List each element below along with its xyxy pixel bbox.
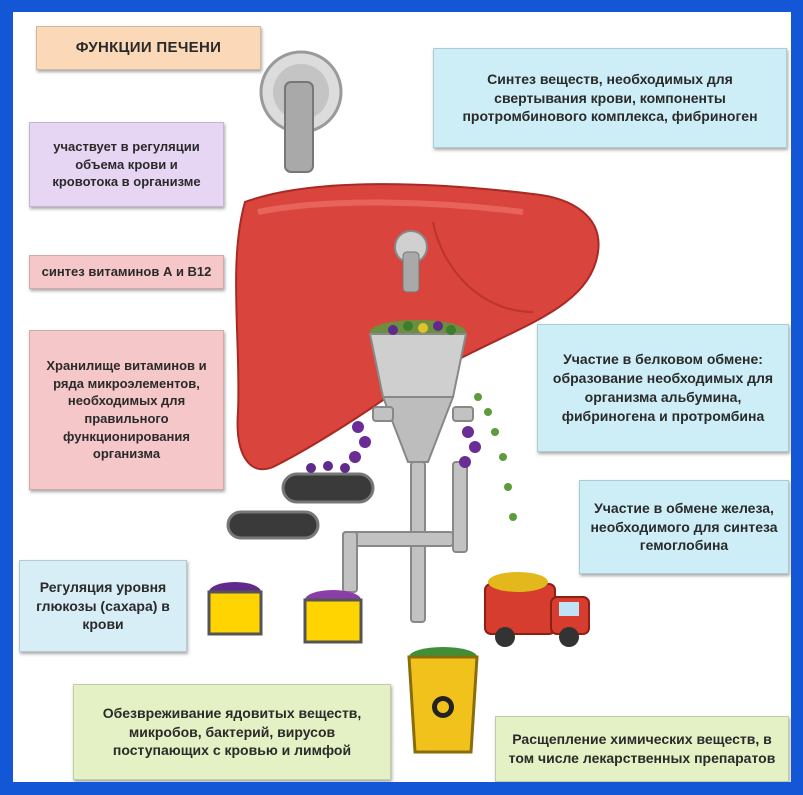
- left-bin-icon: [207, 582, 263, 636]
- grape-drops-icon: [349, 421, 481, 468]
- blood-volume-box: участвует в регуляции объема крови и кро…: [29, 122, 224, 207]
- liver-illustration: [207, 50, 600, 754]
- pipes-icon: [342, 406, 474, 623]
- diagram-frame: ФУНКЦИИ ПЕЧЕНИ участвует в регуляции объ…: [13, 12, 791, 782]
- iron-exchange-box: Участие в обмене железа, необходимого дл…: [579, 480, 789, 574]
- top-pipe-icon: [259, 50, 343, 173]
- faucet-icon: [394, 230, 428, 293]
- diagram-title: ФУНКЦИИ ПЕЧЕНИ: [36, 26, 261, 70]
- green-drops-icon: [474, 393, 517, 521]
- storage-box: Хранилище витаминов и ряда микроэлементо…: [29, 330, 224, 490]
- toxic-barrel-icon: [407, 647, 479, 754]
- middle-bin-icon: [303, 590, 363, 644]
- vitamin-synthesis-box: синтез витаминов А и В12: [29, 255, 224, 289]
- truck-icon: [484, 572, 590, 647]
- glucose-box: Регуляция уровня глюкозы (сахара) в кров…: [19, 560, 187, 652]
- protein-exchange-box: Участие в белковом обмене: образование н…: [537, 324, 789, 452]
- conveyor-icon: [226, 461, 375, 540]
- chemicals-box: Расщепление химических веществ, в том чи…: [495, 716, 789, 782]
- funnel-icon: [368, 320, 468, 463]
- coagulation-box: Синтез веществ, необходимых для свертыва…: [433, 48, 787, 148]
- detox-box: Обезвреживание ядовитых веществ, микробо…: [73, 684, 391, 780]
